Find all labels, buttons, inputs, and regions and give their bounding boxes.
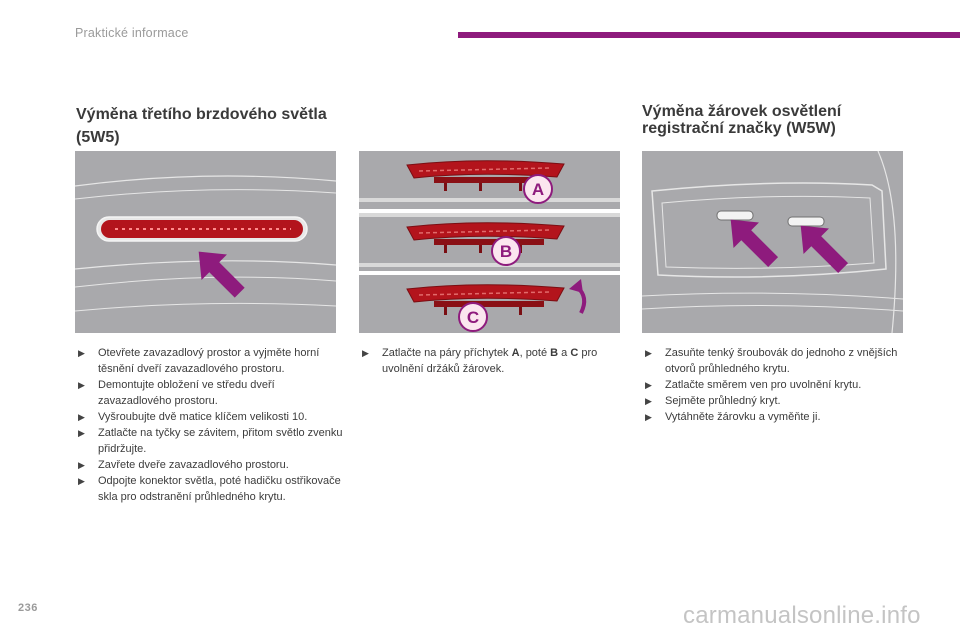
callout-label-a: A [532,180,544,199]
instruction-list-brake-light: ▶Otevřete zavazadlový prostor a vyjměte … [76,345,346,505]
callout-label-b: B [500,242,512,261]
triangle-right-icon: ▶ [78,412,85,422]
triangle-right-icon: ▶ [645,380,652,390]
figure-brake-light [75,151,336,333]
triangle-right-icon: ▶ [78,380,85,390]
arrow-icon [800,225,849,274]
list-item: ▶Zasuňte tenký šroubovák do jednoho z vn… [645,347,898,375]
list-item: ▶Demontujte obložení ve středu dveří zav… [78,379,275,407]
figure-step-a: A [359,151,620,209]
figure-lamp-clips: A B C [359,151,620,333]
triangle-right-icon: ▶ [645,412,652,422]
triangle-right-icon: ▶ [78,348,85,358]
figure-step-c: C [359,275,620,333]
watermark: carmanualsonline.info [683,602,921,629]
figure-step-b: B [359,213,620,271]
callout-label-c: C [467,308,479,327]
list-item: ▶Vytáhněte žárovku a vyměňte ji. [645,411,821,423]
list-item: ▶Sejměte průhledný kryt. [645,395,781,407]
figure-plate-lamps [642,151,903,333]
list-item: ▶Zatlačte směrem ven pro uvolnění krytu. [645,379,862,391]
triangle-right-icon: ▶ [78,460,85,470]
instruction-list-clips: ▶Zatlačte na páry příchytek A, poté B a … [360,345,625,377]
triangle-right-icon: ▶ [78,428,85,438]
page-number: 236 [18,602,38,614]
list-item: ▶Zavřete dveře zavazadlového prostoru. [78,459,289,471]
section-title-brake-light: Výměna třetího brzdového světla (5W5) [76,106,327,146]
arrow-icon [198,251,245,298]
triangle-right-icon: ▶ [362,348,369,358]
arrow-icon [730,219,779,268]
list-item: ▶Zatlačte na páry příchytek A, poté B a … [362,347,598,375]
instruction-list-plate-lamp: ▶Zasuňte tenký šroubovák do jednoho z vn… [643,345,903,425]
triangle-right-icon: ▶ [645,396,652,406]
triangle-right-icon: ▶ [645,348,652,358]
triangle-right-icon: ▶ [78,476,85,486]
list-item: ▶Zatlačte na tyčky se závitem, přitom sv… [78,427,343,455]
list-item: ▶Odpojte konektor světla, poté hadičku o… [78,475,341,503]
section-title-plate-lamp: Výměna žárovek osvětlení registrační zna… [642,103,842,137]
list-item: ▶Otevřete zavazadlový prostor a vyjměte … [78,347,320,375]
list-item: ▶Vyšroubujte dvě matice klíčem velikosti… [78,411,308,423]
header-accent-bar [458,32,960,38]
header-title: Praktické informace [75,26,189,40]
